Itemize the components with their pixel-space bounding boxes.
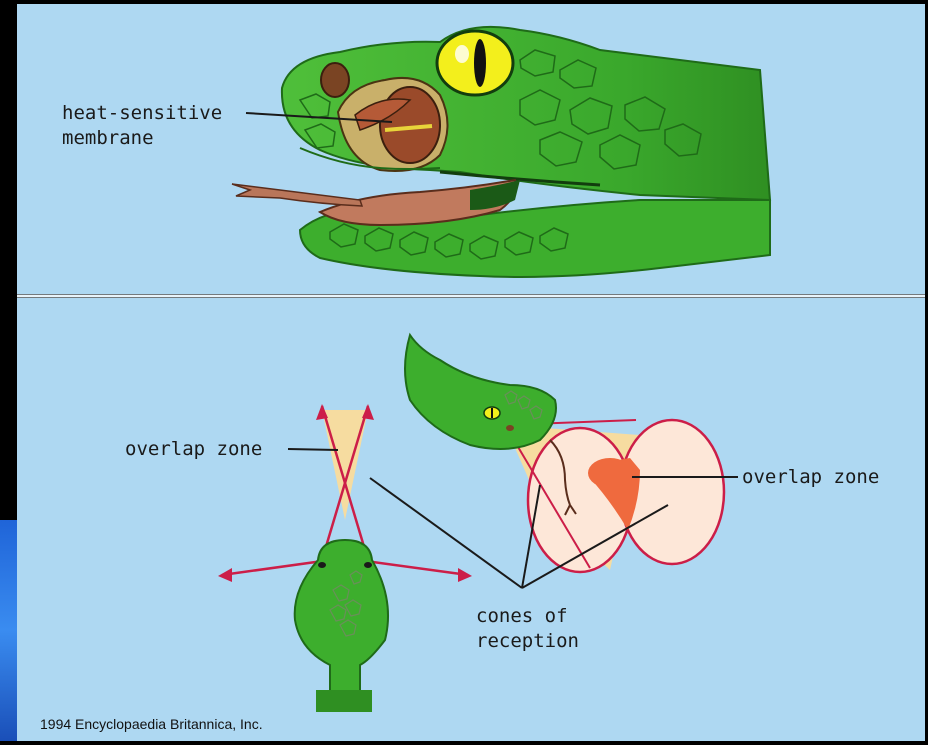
copyright-text: 1994 Encyclopaedia Britannica, Inc. bbox=[40, 716, 263, 732]
label-overlap-zone-right: overlap zone bbox=[742, 465, 879, 489]
bottom-panel bbox=[17, 298, 925, 741]
top-view-eye-left bbox=[318, 562, 326, 568]
label-membrane: membrane bbox=[62, 126, 154, 150]
eye-highlight bbox=[455, 45, 469, 63]
snake-neck-top-view bbox=[316, 690, 372, 712]
label-reception: reception bbox=[476, 629, 579, 653]
overlap-left-pointer bbox=[288, 449, 338, 450]
label-cones-of: cones of bbox=[476, 604, 568, 628]
snake-pupil bbox=[474, 39, 486, 87]
label-overlap-zone-left: overlap zone bbox=[125, 437, 262, 461]
overlap-zone-right-top bbox=[588, 458, 632, 488]
angled-pit bbox=[506, 425, 514, 431]
nostril bbox=[321, 63, 349, 97]
label-heat-sensitive: heat-sensitive bbox=[62, 101, 222, 125]
top-view-eye-right bbox=[364, 562, 372, 568]
